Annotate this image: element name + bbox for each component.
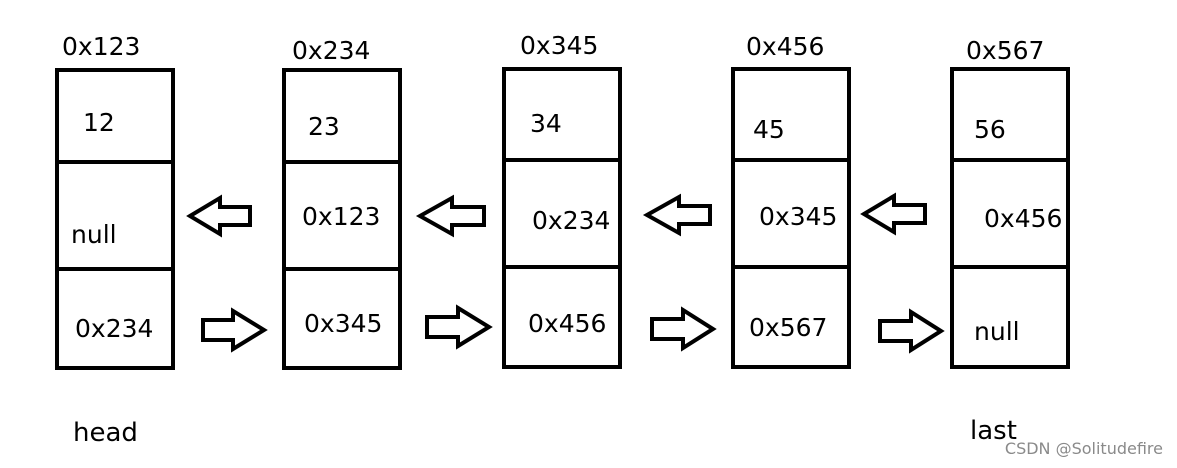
watermark: CSDN @Solitudefire [1004,439,1163,458]
node-1-prev: null [71,220,117,249]
node-1-divider-bottom [55,267,175,271]
node-1-next: 0x234 [75,314,154,343]
node-1-divider-top [55,160,175,164]
node-5-next: null [974,317,1020,346]
node-5-prev: 0x456 [984,204,1063,233]
next-arrow-1-icon [201,307,268,353]
node-3-next: 0x456 [528,309,607,338]
prev-arrow-4-icon [860,192,927,236]
next-arrow-3-icon [650,306,717,352]
node-5-divider-top [950,158,1070,162]
node-3-prev: 0x234 [532,206,611,235]
node-5: 56 0x456 null [950,67,1070,369]
node-4-data: 45 [753,115,785,144]
last-label: last [970,416,1017,446]
node-4-prev: 0x345 [759,202,838,231]
node-2-address: 0x234 [292,36,371,65]
next-arrow-4-icon [878,308,945,354]
node-2-next: 0x345 [304,309,383,338]
node-4-divider-top [731,158,851,162]
node-2-divider-bottom [282,267,402,271]
node-4: 45 0x345 0x567 [731,67,851,369]
node-3-address: 0x345 [520,31,599,60]
node-5-address: 0x567 [966,36,1045,65]
node-2: 23 0x123 0x345 [282,68,402,370]
node-4-address: 0x456 [746,32,825,61]
node-5-data: 56 [974,115,1006,144]
node-3-divider-bottom [502,265,622,269]
node-1-data: 12 [83,108,115,137]
node-4-divider-bottom [731,265,851,269]
node-5-divider-bottom [950,265,1070,269]
node-1-address: 0x123 [62,32,141,61]
node-3: 34 0x234 0x456 [502,67,622,369]
node-1: 12 null 0x234 [55,68,175,370]
node-2-divider-top [282,160,402,164]
node-3-divider-top [502,158,622,162]
next-arrow-2-icon [425,304,493,350]
node-2-data: 23 [308,112,340,141]
node-3-data: 34 [530,109,562,138]
prev-arrow-3-icon [642,193,712,237]
prev-arrow-1-icon [186,194,252,238]
prev-arrow-2-icon [415,194,486,238]
node-2-prev: 0x123 [302,202,381,231]
node-4-next: 0x567 [749,313,828,342]
head-label: head [73,418,138,448]
